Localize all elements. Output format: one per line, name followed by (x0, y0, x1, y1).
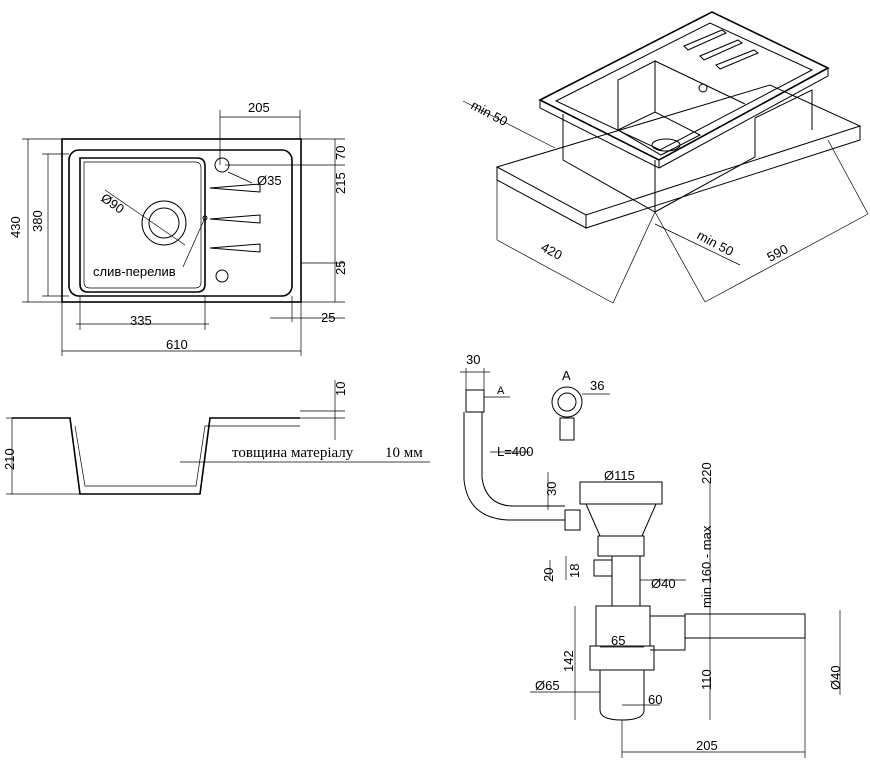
bowl-outline (79, 157, 206, 293)
dim-min50-b: min 50 (695, 227, 737, 259)
top-view: 205 70 215 25 Ø35 Ø90 слив-перелив 430 3… (8, 100, 348, 356)
dim-30-side: 30 (544, 482, 559, 496)
dim-l400: L=400 (497, 444, 534, 459)
dim-610: 610 (166, 337, 188, 352)
overflow-connector (564, 509, 581, 531)
hose-inner (481, 412, 565, 507)
dim-18: 18 (567, 564, 582, 578)
dim-220: 220 (699, 462, 714, 484)
dim-205-bottom: 205 (696, 738, 718, 753)
dim-430: 430 (8, 216, 23, 238)
outlet-pipe (684, 613, 806, 639)
dim-70: 70 (333, 146, 348, 160)
overflow-hole (215, 269, 229, 283)
dim-65-inner: 65 (611, 633, 625, 648)
groove-3 (209, 243, 261, 253)
side-connector (593, 559, 613, 577)
drain-inner (148, 207, 180, 239)
groove-1 (209, 183, 261, 193)
section-view: 10 210 товщина матеріалу 10 мм (2, 380, 430, 495)
section-profile (12, 417, 300, 495)
dim-205-top: 205 (248, 100, 270, 115)
dim-110: 110 (699, 669, 714, 690)
dim-210: 210 (2, 448, 17, 470)
strainer-top (579, 481, 663, 505)
dim-590: 590 (764, 241, 790, 264)
dim-d115: Ø115 (604, 468, 635, 483)
thickness-value: 10 мм (385, 445, 423, 461)
dim-25-right: 25 (333, 261, 348, 275)
dim-20: 20 (541, 568, 556, 582)
dim-d40-out: Ø40 (828, 665, 843, 690)
dim-30-top: 30 (466, 352, 480, 367)
dim-min50-a: min 50 (469, 97, 511, 129)
iso-view: 420 590 min 50 min 50 (462, 11, 869, 304)
dim-60: 60 (648, 692, 662, 707)
dim-range: min 160 - max (699, 525, 714, 608)
label-a-small: A (497, 385, 505, 397)
dim-142: 142 (561, 650, 576, 672)
dim-420: 420 (539, 239, 565, 262)
drain-pipe (611, 555, 641, 607)
strainer-cone (585, 503, 657, 537)
dim-d65-bottom: Ø65 (535, 678, 560, 693)
dim-380: 380 (30, 210, 45, 232)
overflow-head (465, 389, 485, 413)
sink-outline (61, 138, 302, 303)
detail-a-ring (551, 386, 583, 418)
dim-25-bottom: 25 (321, 310, 335, 325)
dim-335: 335 (130, 313, 152, 328)
thickness-label: товщина матеріалу (232, 445, 354, 461)
hose-outer (463, 412, 565, 521)
dim-215: 215 (333, 172, 348, 194)
siphon-view: 30 A L=400 A 36 Ø115 30 20 (460, 352, 843, 758)
sink-rim (68, 149, 293, 297)
dim-d35: Ø35 (257, 173, 282, 188)
drain-label: слив-перелив (93, 264, 176, 279)
dim-36: 36 (590, 378, 604, 393)
drain-outer (141, 200, 187, 246)
trap-bottle (599, 670, 645, 721)
dim-d90: Ø90 (98, 190, 127, 216)
dim-10: 10 (333, 382, 348, 396)
dim-d40-pipe: Ø40 (651, 576, 676, 591)
label-a-big: A (562, 368, 571, 383)
groove-2 (209, 214, 261, 224)
